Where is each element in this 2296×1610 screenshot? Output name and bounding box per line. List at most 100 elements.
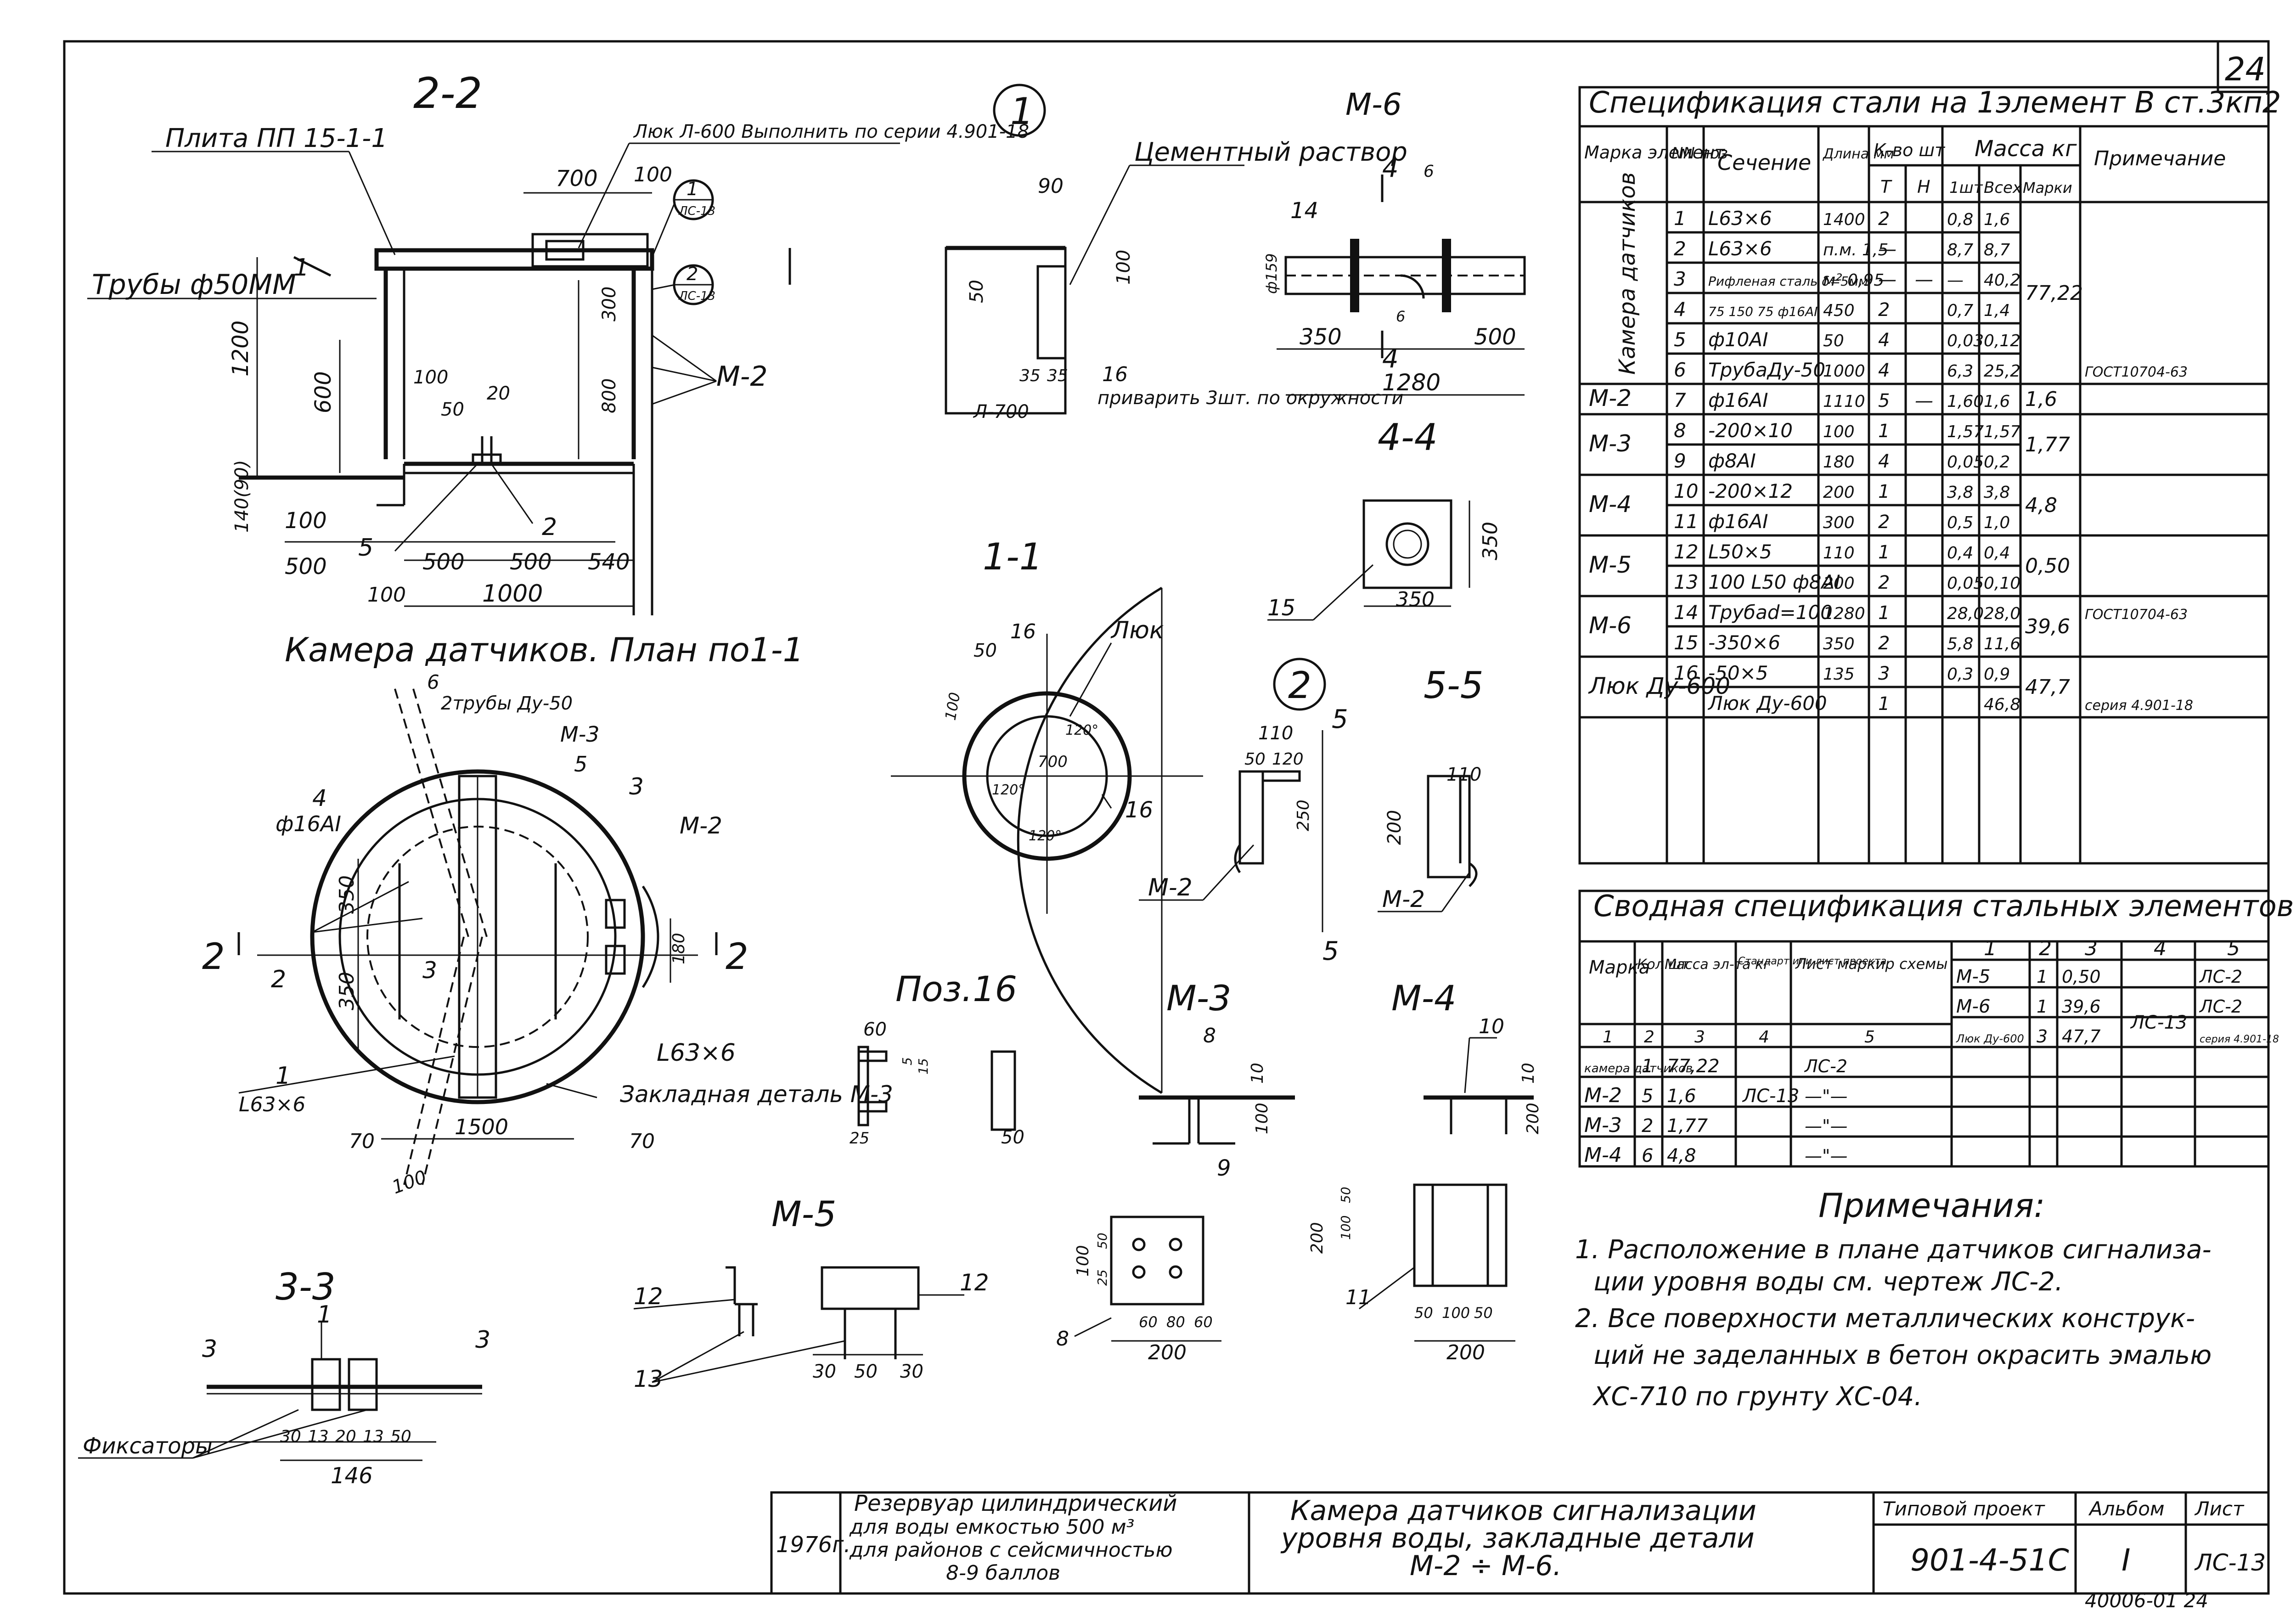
svg-text:I: I [2122, 1542, 2130, 1578]
spec-qty-t: 2 [1878, 208, 1890, 230]
svg-text:200: 200 [1308, 1222, 1327, 1254]
summary-spec-table: Сводная спецификация стальных элементов … [1578, 889, 2294, 1168]
svg-text:Люк: Люк [1110, 617, 1164, 644]
summary-sheet: ЛС-2 [1804, 1056, 1847, 1076]
spec-mass-all: 1,6 [1984, 210, 2010, 229]
svg-text:12: 12 [960, 1269, 989, 1296]
svg-text:500: 500 [422, 549, 465, 575]
summary-qty: 5 [1642, 1086, 1653, 1107]
svg-text:ЛС-13: ЛС-13 [2130, 1012, 2187, 1033]
spec-mass-one: 0,7 [1947, 301, 1973, 320]
spec-pos: 5 [1674, 328, 1686, 351]
svg-text:50: 50 [966, 280, 987, 303]
svg-text:100: 100 [1253, 1103, 1272, 1134]
pos16-title: Поз.16 [895, 968, 1017, 1009]
steel-spec-title: Спецификация стали на 1элемент В ст.3кп2 [1589, 86, 2281, 120]
spec-pos: 15 [1674, 631, 1698, 654]
spec-mass-all: 0,10 [1984, 574, 2020, 593]
svg-text:1: 1 [317, 1301, 332, 1329]
spec-section: ТрубаДу-50 [1708, 359, 1825, 381]
spec-pos: 14 [1674, 601, 1698, 624]
plan-title: Камера датчиков. План по1-1 [285, 630, 804, 669]
spec-length: 350 [1823, 635, 1855, 653]
svg-text:2: 2 [726, 936, 748, 978]
spec-qty-t: 2 [1878, 633, 1890, 654]
svg-text:М-3: М-3 [560, 722, 600, 747]
section-2-2-title: 2-2 [413, 69, 482, 118]
spec-section: ф8AI [1708, 450, 1756, 472]
spec-qty-t: 2 [1878, 299, 1890, 321]
svg-text:6: 6 [1424, 162, 1434, 181]
summary-mass: 1,77 [1667, 1115, 1708, 1137]
svg-text:110: 110 [1258, 723, 1293, 744]
svg-text:2: 2 [202, 936, 225, 978]
spec-pos: 16 [1674, 662, 1698, 684]
svg-text:1: 1 [1010, 90, 1034, 133]
page-number: 24 [2225, 51, 2266, 88]
plan-view: 6 2трубы Ду-50 М-3 5 3 4 ф16AI М-2 350 3… [202, 671, 893, 1198]
svg-text:1280: 1280 [1382, 369, 1441, 396]
svg-text:30: 30 [900, 1361, 923, 1382]
spec-mass-all: 0,2 [1984, 453, 2010, 472]
section-2-2: 2-2 Плита ПП 15-1-1 Люк Л-600 Выполнить … [87, 69, 1029, 615]
svg-text:100: 100 [389, 1166, 429, 1198]
svg-text:100: 100 [413, 367, 448, 388]
note-line-4: ций не заделанных в бетон окрасить эмаль… [1593, 1340, 2212, 1370]
spec-length: 1110 [1823, 392, 1865, 411]
spec-note: ГОСТ10704-63 [2085, 364, 2188, 380]
svg-text:60: 60 [1194, 1313, 1213, 1331]
svg-text:120: 120 [1272, 750, 1304, 769]
spec-section: Трубаd=100 [1708, 601, 1833, 624]
svg-text:2: 2 [542, 513, 557, 541]
spec-mass-all: 0,9 [1984, 665, 2010, 684]
spec-pos: 2 [1674, 237, 1686, 260]
svg-text:Альбом: Альбом [2088, 1497, 2165, 1520]
summary-mass: 1,6 [1667, 1086, 1696, 1107]
spec-length: 110 [1823, 544, 1855, 563]
spec-qty-t: 1 [1878, 693, 1890, 715]
spec-mass-all: 11,6 [1984, 635, 2020, 653]
svg-text:2: 2 [687, 264, 698, 285]
spec-mass-all: 46,8 [1984, 695, 2020, 714]
spec-length: 135 [1823, 665, 1855, 684]
weld-note-line: приварить 3шт. по окружности [1097, 388, 1403, 409]
svg-text:350: 350 [335, 875, 359, 914]
dim-700: 700 [556, 166, 598, 191]
svg-text:60: 60 [1139, 1313, 1158, 1331]
spec-section: ф10AI [1708, 328, 1768, 351]
svg-text:3: 3 [2085, 937, 2098, 960]
svg-text:1шт: 1шт [1949, 179, 1983, 197]
spec-mass-all: 1,6 [1984, 392, 2010, 411]
spec-pos: 8 [1674, 419, 1686, 442]
svg-text:ф159: ф159 [1263, 253, 1280, 294]
svg-text:10: 10 [1248, 1063, 1267, 1084]
svg-text:11: 11 [1345, 1286, 1371, 1309]
spec-mass-one: 6,3 [1947, 362, 1973, 381]
cement-label: Цементный раствор [1134, 137, 1407, 167]
section-3-3: 3-3 1 3 3 Фиксаторы 30 13 20 13 50 146 [78, 1266, 490, 1489]
svg-text:Масса эл-та кг: Масса эл-та кг [1665, 957, 1771, 973]
notes-title: Примечания: [1818, 1186, 2045, 1225]
svg-text:4: 4 [1382, 344, 1399, 374]
spec-mass-all: 8,7 [1984, 241, 2010, 259]
svg-text:для районов с сейсмичностью: для районов с сейсмичностью [849, 1538, 1173, 1562]
svg-text:Всех: Всех [1984, 179, 2022, 197]
summary-qty: 6 [1642, 1145, 1653, 1166]
section-4-4: 4-4 15 350 350 [1267, 416, 1502, 621]
svg-text:1000: 1000 [482, 580, 543, 608]
svg-text:200: 200 [1384, 810, 1405, 845]
spec-mass-all: 1,4 [1984, 301, 2010, 320]
summary-right-ref: ЛС-2 [2199, 996, 2242, 1017]
svg-text:500: 500 [285, 554, 327, 580]
spec-qty-t: 2 [1878, 572, 1890, 593]
svg-text:2: 2 [2039, 937, 2052, 960]
summary-right-ref: ЛС-2 [2199, 967, 2242, 987]
svg-text:540: 540 [588, 549, 630, 575]
svg-text:90: 90 [1038, 175, 1064, 198]
svg-text:500: 500 [510, 549, 552, 575]
detail-m5: М-5 12 12 13 30 50 30 [633, 1193, 989, 1392]
title-block: 1976г. Резервуар цилиндрический для воды… [770, 1491, 2270, 1595]
spec-section: Люк Ду-600 [1707, 692, 1827, 715]
svg-text:5: 5 [1332, 704, 1348, 734]
svg-text:13: 13 [363, 1427, 384, 1446]
